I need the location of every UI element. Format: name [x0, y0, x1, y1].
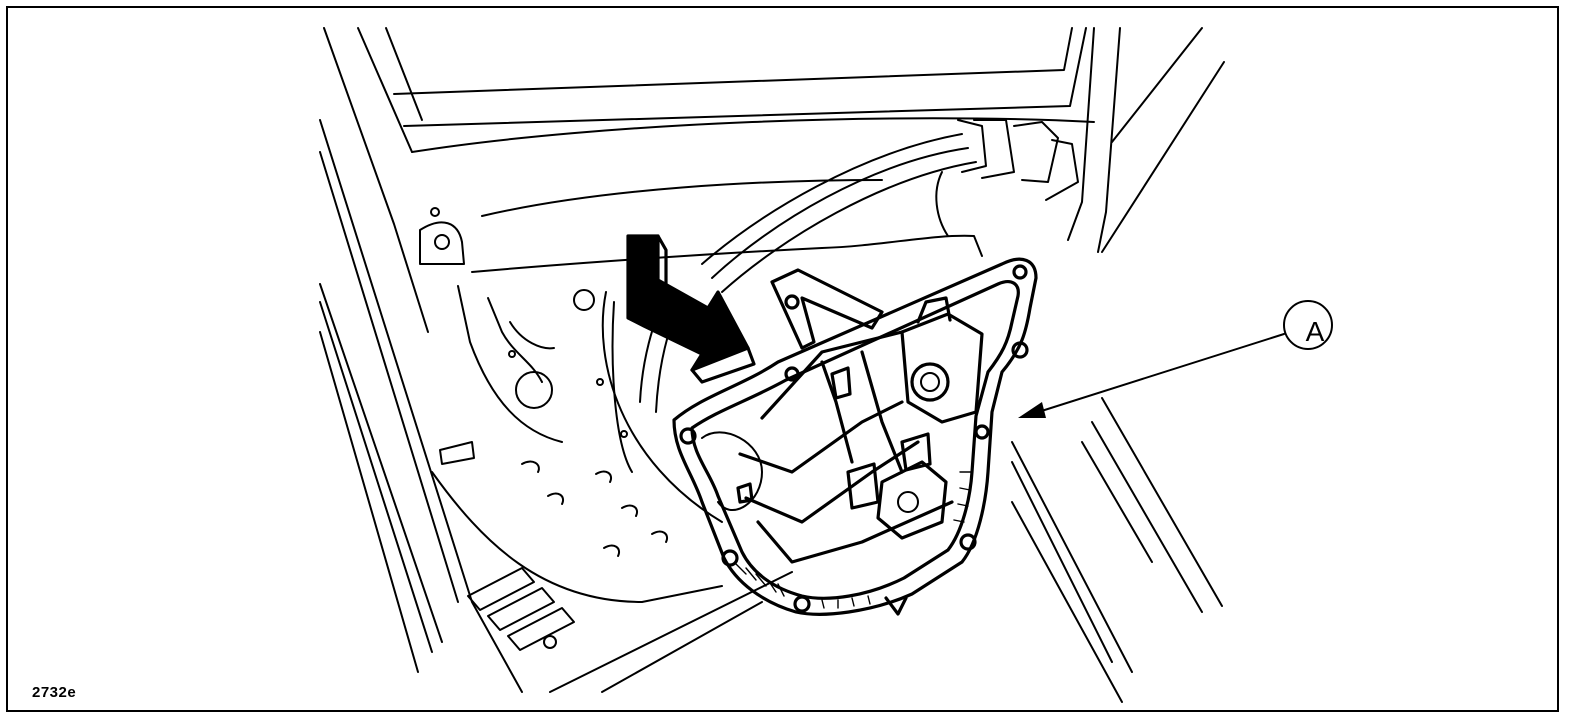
lower-vents	[467, 567, 575, 651]
door-frame	[323, 27, 1225, 333]
door-frame-right	[1011, 397, 1223, 703]
insertion-direction-arrow-icon	[626, 234, 756, 384]
callout-a-arrowhead-icon	[1018, 402, 1046, 418]
door-outer-lines	[319, 119, 793, 693]
callout-a-label: A	[1305, 316, 1325, 347]
callout-a-circle	[1283, 300, 1333, 350]
inner-door-panel	[419, 179, 983, 603]
callout-a	[1018, 300, 1333, 418]
door-assembly-drawing	[319, 27, 1333, 703]
figure-reference-number: 2732e	[32, 684, 77, 701]
diagram-frame: A 2732e	[6, 6, 1559, 712]
window-regulator-panel	[672, 257, 1038, 616]
